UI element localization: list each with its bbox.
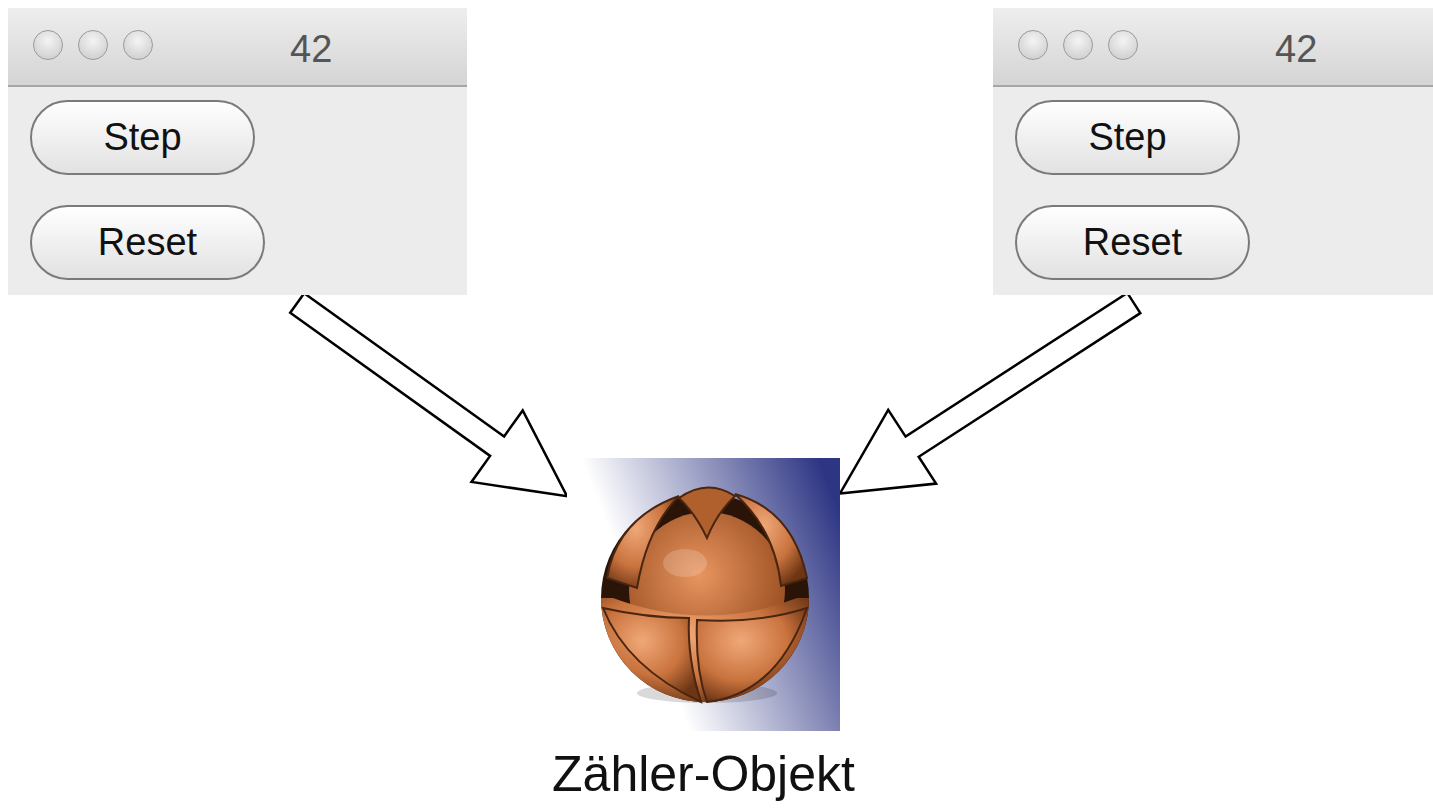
push-button: Step [1015,100,1240,175]
block-arrow [290,293,567,496]
object-node: Zähler-Objekt [567,458,840,731]
app-window: 42StepReset [8,8,467,295]
title-bar [993,8,1433,87]
button-label: Reset [98,221,197,264]
title-bar [8,8,467,87]
button-label: Step [1088,116,1166,159]
push-button: Step [30,100,255,175]
button-label: Reset [1083,221,1182,264]
button-label: Step [103,116,181,159]
window-control [33,30,63,60]
object-icon [567,458,840,731]
push-button: Reset [30,205,265,280]
window-title: 42 [290,28,332,71]
window-control [1108,30,1138,60]
window-title: 42 [1275,28,1317,71]
window-control [123,30,153,60]
push-button: Reset [1015,205,1250,280]
window-control [1063,30,1093,60]
window-control [1018,30,1048,60]
app-window: 42StepReset [993,8,1433,295]
window-control [78,30,108,60]
object-caption: Zähler-Objekt [367,745,1040,803]
block-arrow [840,293,1140,494]
